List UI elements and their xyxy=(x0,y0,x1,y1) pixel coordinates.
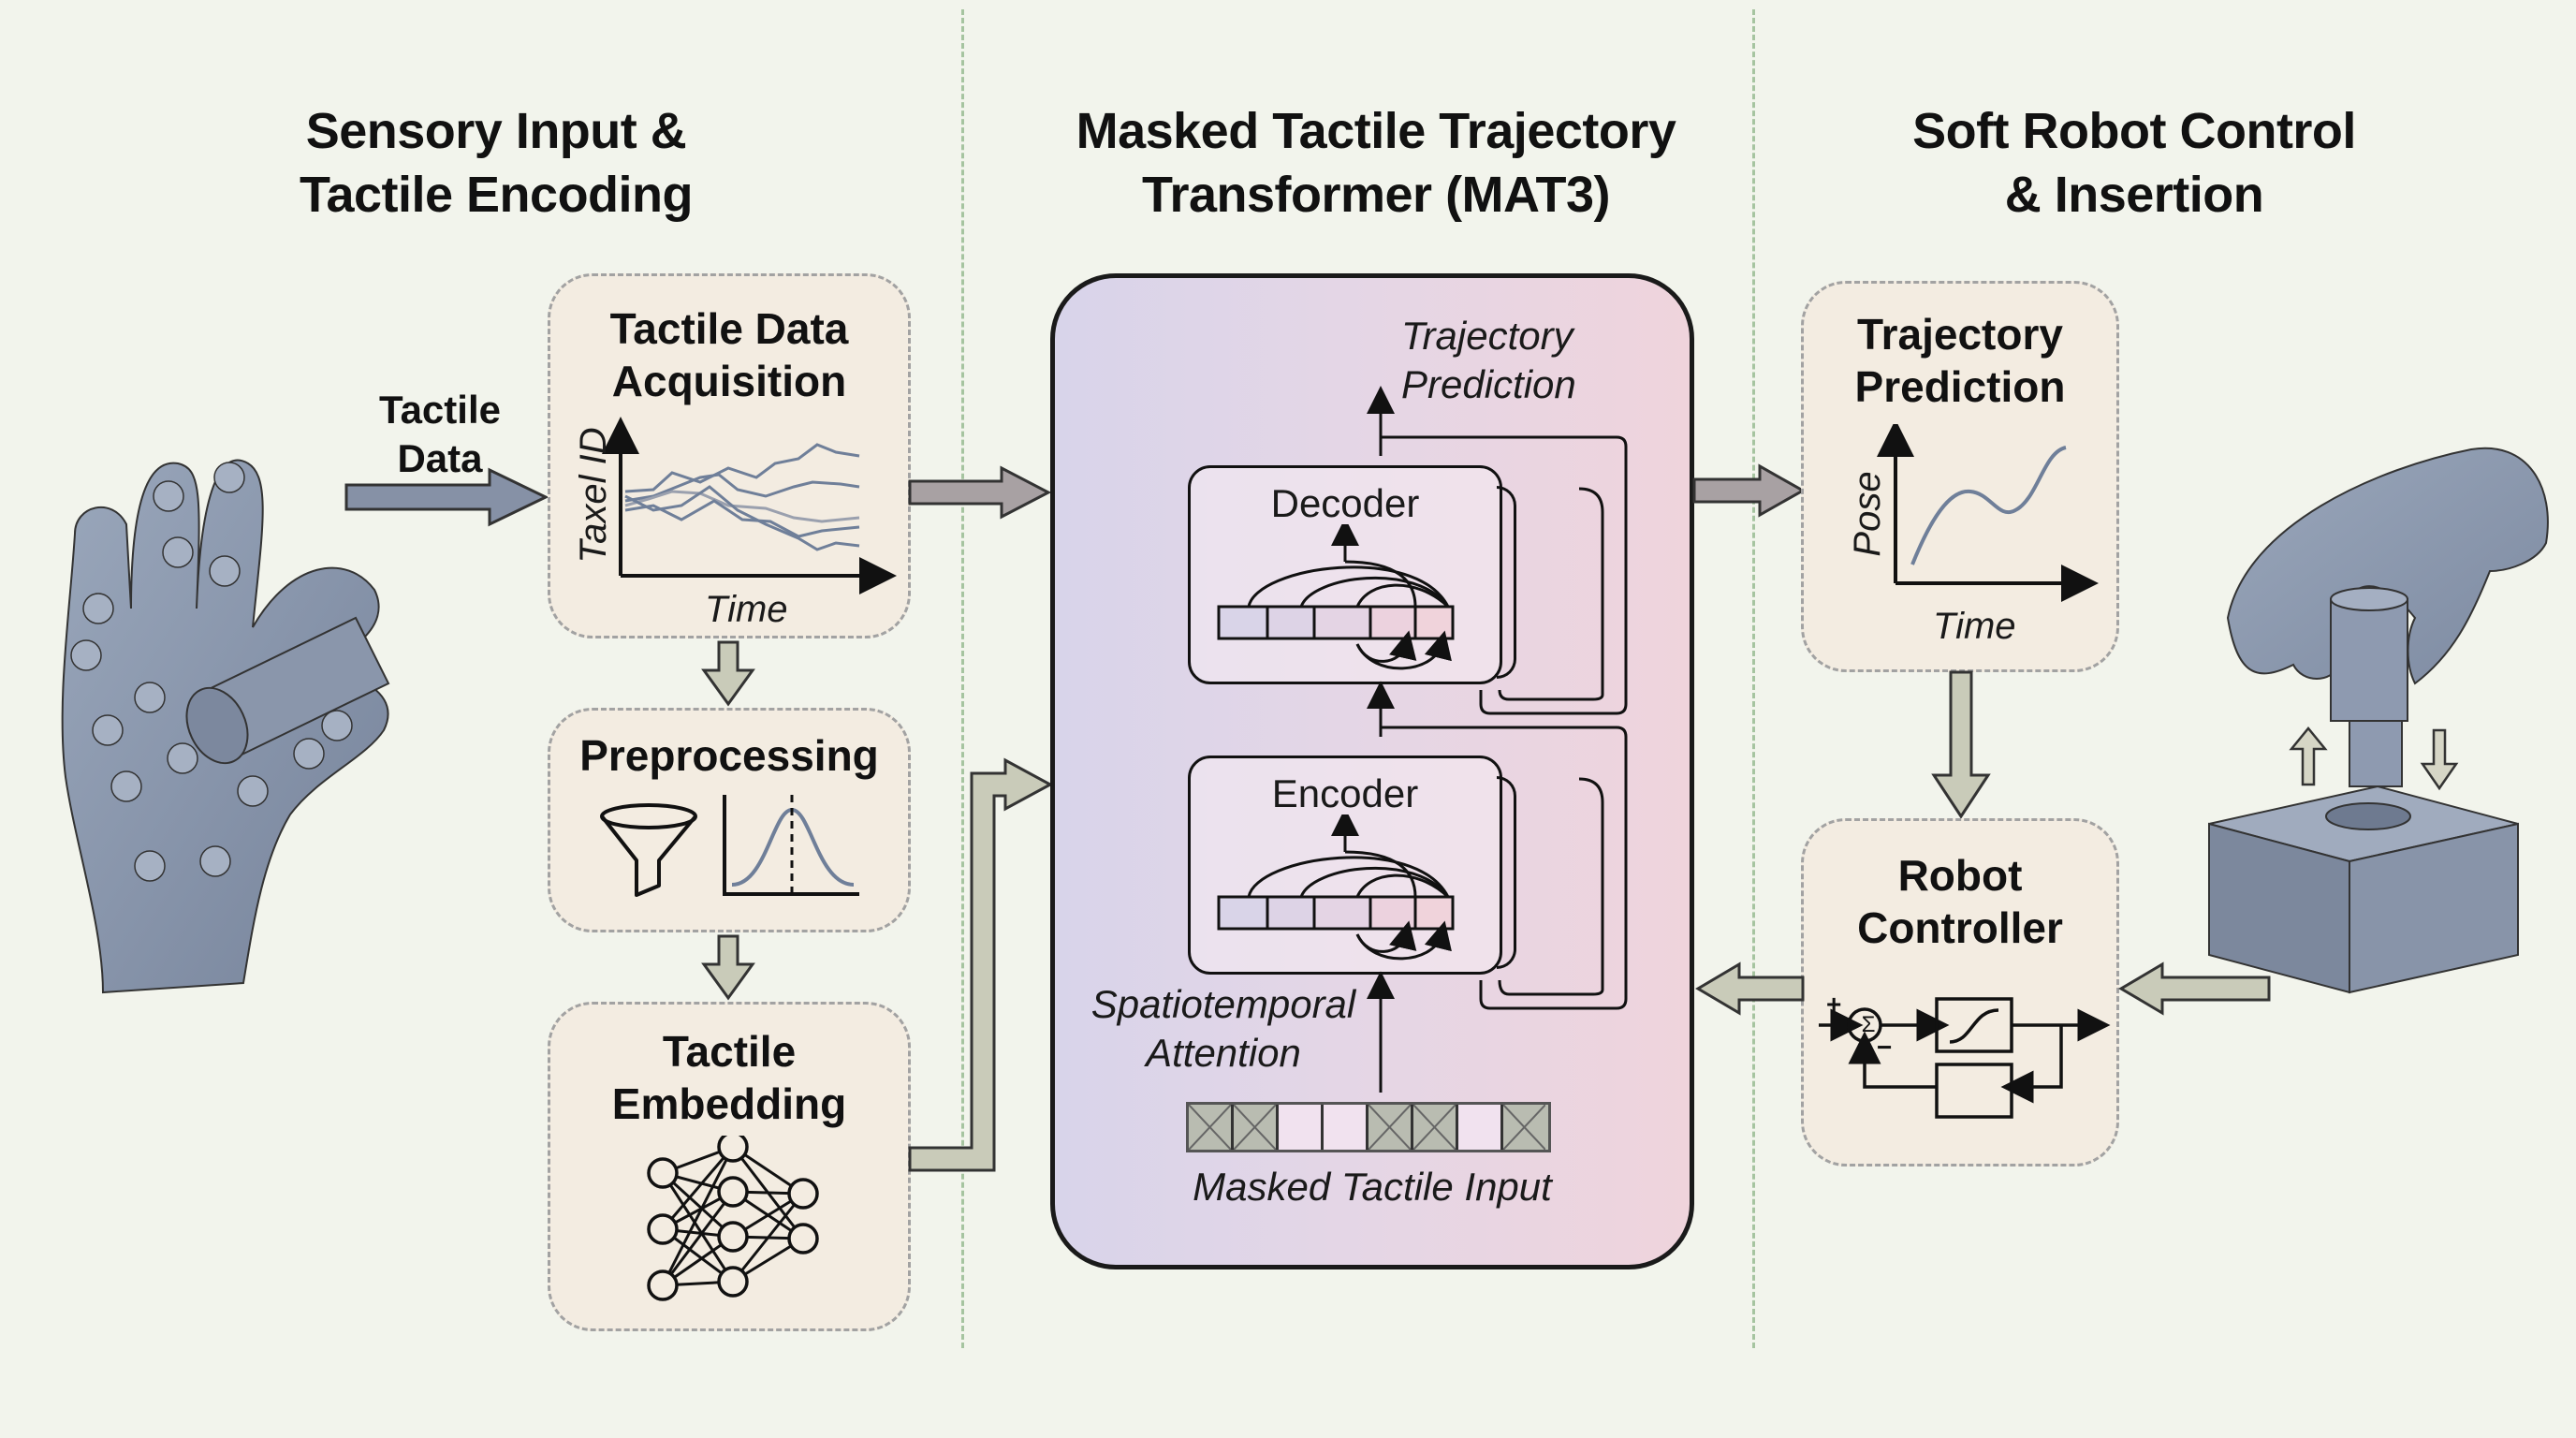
tactile-embedding-panel: Tactile Embedding xyxy=(548,1002,911,1331)
arrow-mat3-to-trajectory xyxy=(1692,463,1805,518)
trajectory-prediction-title: Trajectory Prediction xyxy=(1854,310,2066,411)
masked-token xyxy=(1189,1105,1234,1150)
peg xyxy=(2330,587,2408,787)
tactile-embedding-title: Tactile Embedding xyxy=(611,1027,847,1128)
masked-token xyxy=(1413,1105,1458,1150)
masked-token xyxy=(1368,1105,1413,1150)
insertion-direction-arrows xyxy=(2289,726,2459,791)
encoder-token-row xyxy=(1217,895,1455,931)
taxel-signal-5 xyxy=(624,485,860,551)
decoder-attention-diagram xyxy=(1217,524,1455,670)
trajectory-time-axis-label: Time xyxy=(1933,606,2016,647)
divider-left xyxy=(961,9,964,1348)
encoder-label: Encoder xyxy=(1271,771,1419,815)
decoder-stack-shadow xyxy=(1497,486,1516,679)
neural-network-icon xyxy=(647,1136,819,1301)
decoder-block: Decoder xyxy=(1188,465,1502,684)
acquisition-time-axis-label: Time xyxy=(705,589,788,630)
tactile-sensor-pads xyxy=(70,462,353,882)
normal-distribution-icon xyxy=(723,795,859,896)
visible-token xyxy=(1324,1105,1368,1150)
masked-tactile-input-label: Masked Tactile Input xyxy=(1193,1165,1552,1209)
encoder-stack-shadow xyxy=(1497,776,1516,969)
spatiotemporal-attention-label: Spatiotemporal Attention xyxy=(1090,982,1356,1075)
hole-block xyxy=(2208,785,2519,994)
decoder-label: Decoder xyxy=(1270,481,1420,525)
taxel-signal-2 xyxy=(624,473,860,503)
tactile-acquisition-panel: Tactile Data Acquisition Taxel ID Time xyxy=(548,273,911,638)
masked-token xyxy=(1234,1105,1279,1150)
trajectory-prediction-panel: Trajectory Prediction Pose Time xyxy=(1801,281,2119,672)
visible-token xyxy=(1458,1105,1503,1150)
pose-axis-label: Pose xyxy=(1847,471,1888,557)
encoder-attention-diagram xyxy=(1217,814,1455,961)
grasped-cylinder xyxy=(185,616,390,765)
peg-insertion-illustration xyxy=(2208,447,2549,994)
preprocessing-title: Preprocessing xyxy=(579,731,879,780)
tactile-data-arrow xyxy=(344,467,549,527)
divider-right xyxy=(1752,9,1755,1348)
taxel-id-axis-label: Taxel ID xyxy=(573,427,614,564)
section-title-sensory: Sensory Input & Tactile Encoding xyxy=(299,103,694,223)
masked-token xyxy=(1503,1105,1548,1150)
preprocessing-panel: Preprocessing xyxy=(548,708,911,932)
tactile-data-label: Tactile Data xyxy=(379,388,501,480)
feedback-control-loop-diagram xyxy=(1819,997,2111,1119)
decoder-token-row xyxy=(1217,605,1455,640)
taxel-signal-4 xyxy=(624,499,860,538)
robot-controller-title: Robot Controller xyxy=(1857,851,2063,952)
robot-controller-panel: Robot Controller Σ + − xyxy=(1801,818,2119,1167)
tactile-acquisition-title: Tactile Data Acquisition xyxy=(609,304,849,405)
arrow-preprocessing-to-embedding xyxy=(701,934,755,1001)
section-title-robot-control: Soft Robot Control & Insertion xyxy=(1912,103,2356,223)
mat3-output-label: Trajectory Prediction xyxy=(1401,314,1576,406)
taxel-time-plot xyxy=(602,417,897,594)
sensor-hand-illustration xyxy=(61,459,390,994)
minus-sign: − xyxy=(1877,1033,1893,1062)
sum-junction-symbol: Σ xyxy=(1861,1012,1876,1037)
mat3-wiring xyxy=(1367,386,1628,1093)
taxel-signal-1 xyxy=(624,443,860,493)
arrow-acquisition-to-preprocessing xyxy=(701,640,755,707)
arrow-insertion-to-controller xyxy=(2118,961,2271,1016)
arrow-acquisition-to-mat3 xyxy=(908,465,1052,520)
encoder-block: Encoder xyxy=(1188,756,1502,975)
arrow-embedding-to-mat3 xyxy=(908,757,1054,1172)
masked-tactile-input-tokens xyxy=(1186,1102,1551,1152)
visible-token xyxy=(1279,1105,1324,1150)
pose-trajectory-line xyxy=(1910,446,2067,565)
mat3-transformer-block: Trajectory Prediction Decoder xyxy=(1050,273,1694,1269)
filter-funnel-icon xyxy=(600,803,697,897)
arrow-trajectory-to-controller xyxy=(1931,670,1991,819)
arrow-controller-to-mat3 xyxy=(1695,961,1805,1016)
pose-time-plot xyxy=(1877,424,2099,602)
plus-sign: + xyxy=(1826,990,1842,1019)
section-title-mat3: Masked Tactile Trajectory Transformer (M… xyxy=(1076,103,1676,223)
taxel-signal-3 xyxy=(624,490,860,523)
